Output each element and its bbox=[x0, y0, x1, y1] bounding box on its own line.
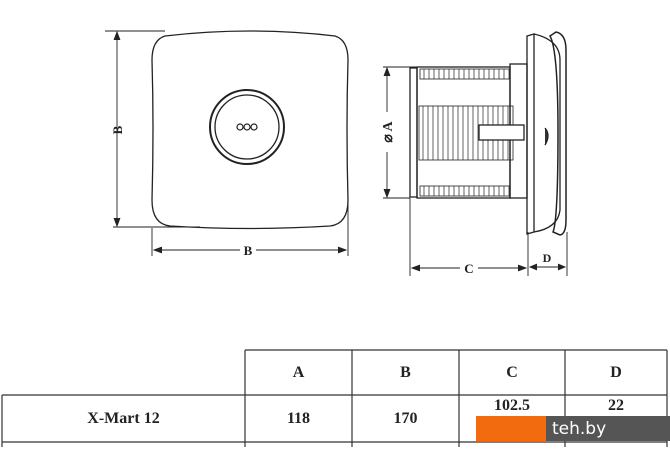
value-a: 118 bbox=[286, 409, 311, 427]
side-view bbox=[409, 31, 567, 236]
watermark-orange-block bbox=[476, 416, 546, 441]
cover-lid bbox=[549, 31, 567, 236]
button-ring-inner bbox=[214, 94, 280, 160]
front-panel bbox=[151, 30, 349, 230]
dim-label-c: C bbox=[464, 261, 473, 276]
watermark-text: teh.by bbox=[546, 416, 670, 441]
dimension-b-vertical bbox=[105, 30, 200, 228]
dimension-b-horizontal bbox=[151, 200, 349, 256]
dim-label-b-horizontal: B bbox=[244, 243, 253, 258]
button-ring-outer bbox=[209, 89, 285, 165]
dim-label-b-vertical: B bbox=[110, 125, 125, 134]
header-d: D bbox=[610, 363, 622, 381]
value-d: 22 bbox=[608, 397, 624, 414]
header-a: A bbox=[292, 363, 305, 381]
shaft bbox=[478, 124, 525, 141]
value-b: 170 bbox=[393, 409, 418, 427]
dimension-d bbox=[528, 232, 568, 276]
dimension-a bbox=[383, 66, 417, 199]
header-c: C bbox=[506, 363, 518, 381]
dimension-c bbox=[409, 198, 529, 276]
watermark: teh.by bbox=[476, 416, 670, 441]
header-b: B bbox=[400, 363, 411, 381]
dim-label-diameter-a: ⌀ A bbox=[381, 120, 396, 142]
three-circles-icon bbox=[236, 123, 258, 131]
row-model-name: X-Mart 12 bbox=[87, 409, 160, 427]
value-c: 102.5 bbox=[494, 397, 530, 414]
front-cover bbox=[526, 33, 535, 235]
dim-label-d: D bbox=[543, 251, 552, 265]
table-grid bbox=[1, 349, 668, 447]
